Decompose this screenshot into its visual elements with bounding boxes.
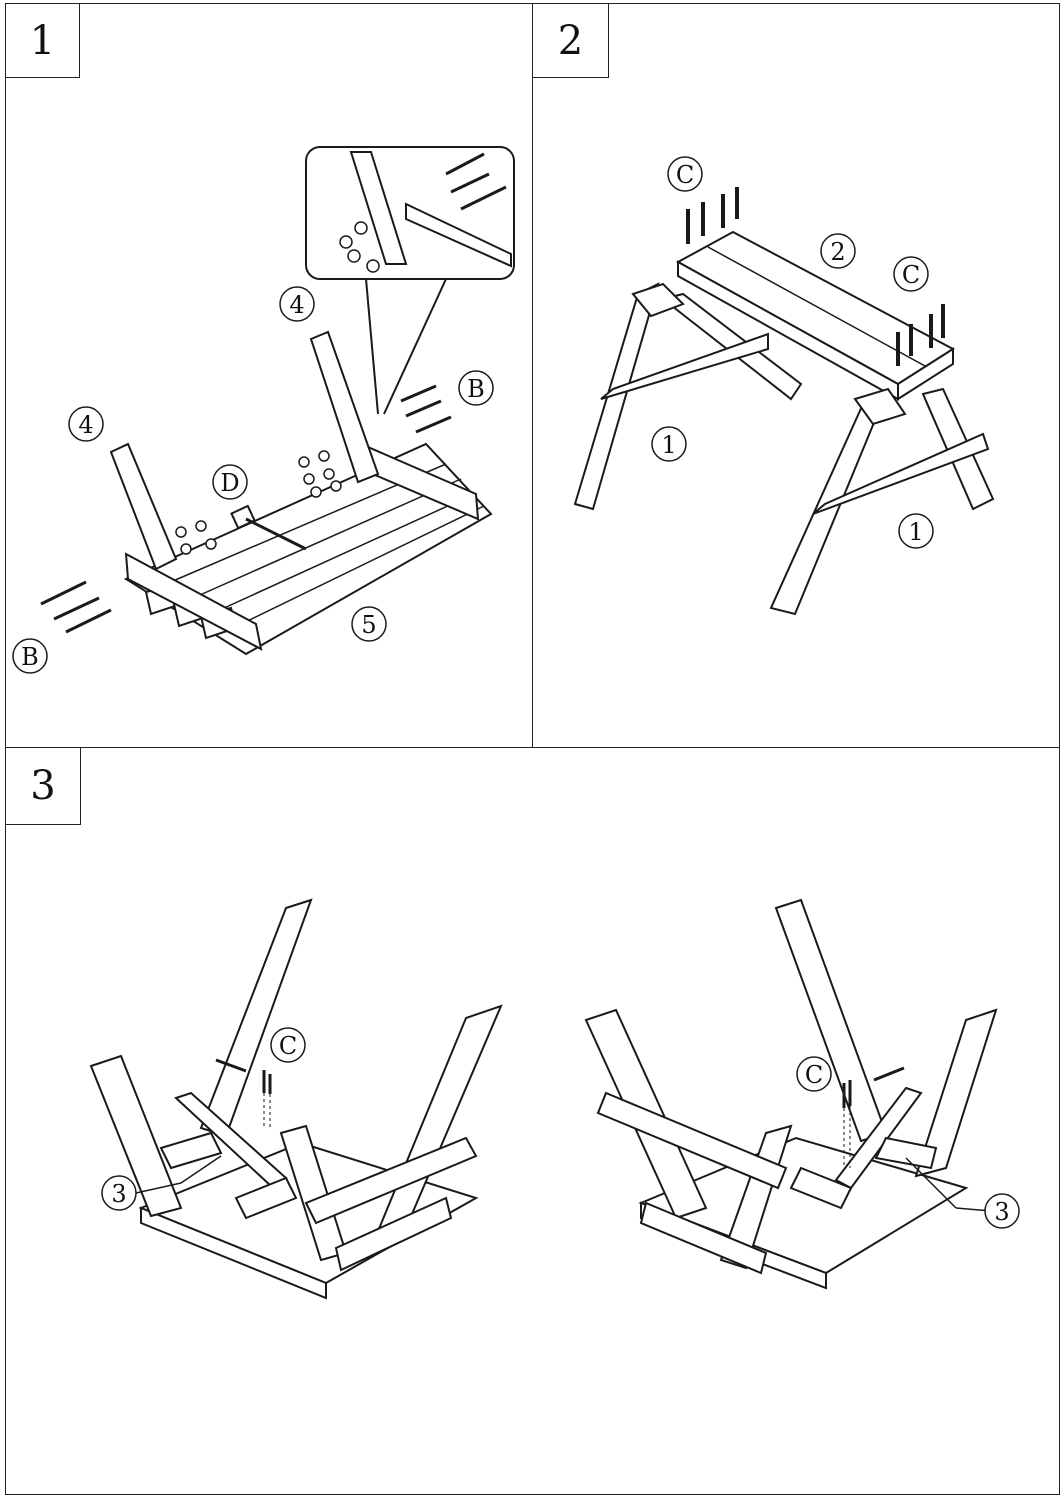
callout-d bbox=[212, 464, 248, 500]
step-2-number: 2 bbox=[533, 4, 609, 78]
backrest-4-left bbox=[109, 442, 178, 571]
front-apron bbox=[124, 552, 263, 651]
step-1-illustration: 4 4 D B B 5 bbox=[12, 146, 515, 674]
callout-3-left bbox=[101, 1175, 137, 1211]
callout-label-c-left: C bbox=[676, 161, 694, 189]
callout-3-right bbox=[984, 1193, 1020, 1229]
callout-1-left bbox=[651, 426, 687, 462]
step-3-illustration: C C 3 3 bbox=[89, 898, 1020, 1300]
callout-label-1-right: 1 bbox=[908, 518, 923, 546]
callout-1-right bbox=[898, 513, 934, 549]
leg-1-left-front bbox=[573, 282, 660, 511]
callout-c-left bbox=[667, 156, 703, 192]
callout-label-1-left: 1 bbox=[661, 431, 676, 459]
callout-c-3-left bbox=[270, 1027, 306, 1063]
step-3-number: 3 bbox=[6, 748, 81, 825]
right-leg-c bbox=[914, 1008, 998, 1178]
callout-label-b-left: B bbox=[21, 643, 39, 671]
callout-2 bbox=[820, 233, 856, 269]
step-1-number: 1 bbox=[6, 4, 80, 78]
step-2-panel: C C 2 1 1 2 bbox=[532, 3, 1060, 749]
callout-label-4-left: 4 bbox=[78, 411, 93, 439]
callout-c-3-right bbox=[796, 1056, 832, 1092]
callout-c-right bbox=[893, 256, 929, 292]
callout-b-left bbox=[12, 638, 48, 674]
callout-label-d: D bbox=[220, 469, 239, 497]
callout-label-2: 2 bbox=[830, 238, 845, 266]
callout-4-right bbox=[279, 286, 315, 322]
left-leg-a bbox=[89, 1054, 183, 1218]
callout-label-c-3-left: C bbox=[279, 1032, 297, 1060]
callout-label-c-right: C bbox=[902, 261, 920, 289]
callout-b-right bbox=[458, 370, 494, 406]
callout-5 bbox=[351, 606, 387, 642]
callout-label-c-3-right: C bbox=[805, 1061, 823, 1089]
callout-4-left bbox=[68, 406, 104, 442]
right-leg-d bbox=[719, 1124, 793, 1270]
brace-3-right bbox=[874, 1136, 938, 1170]
left-leg-b bbox=[199, 898, 313, 1138]
callout-label-3-left: 3 bbox=[111, 1180, 126, 1208]
backrest-4-right bbox=[309, 330, 380, 484]
right-leg-b bbox=[774, 898, 888, 1143]
callout-label-3-right: 3 bbox=[994, 1198, 1009, 1226]
callout-label-b-right: B bbox=[467, 375, 485, 403]
callout-label-5: 5 bbox=[361, 611, 376, 639]
step-1-panel: 4 4 D B B 5 1 bbox=[5, 3, 534, 749]
step-2-illustration: C C 2 1 1 bbox=[573, 156, 995, 616]
callout-label-4-right: 4 bbox=[289, 291, 304, 319]
step-3-panel: C C 3 3 3 bbox=[5, 747, 1060, 1495]
brace-3-left bbox=[159, 1131, 223, 1170]
